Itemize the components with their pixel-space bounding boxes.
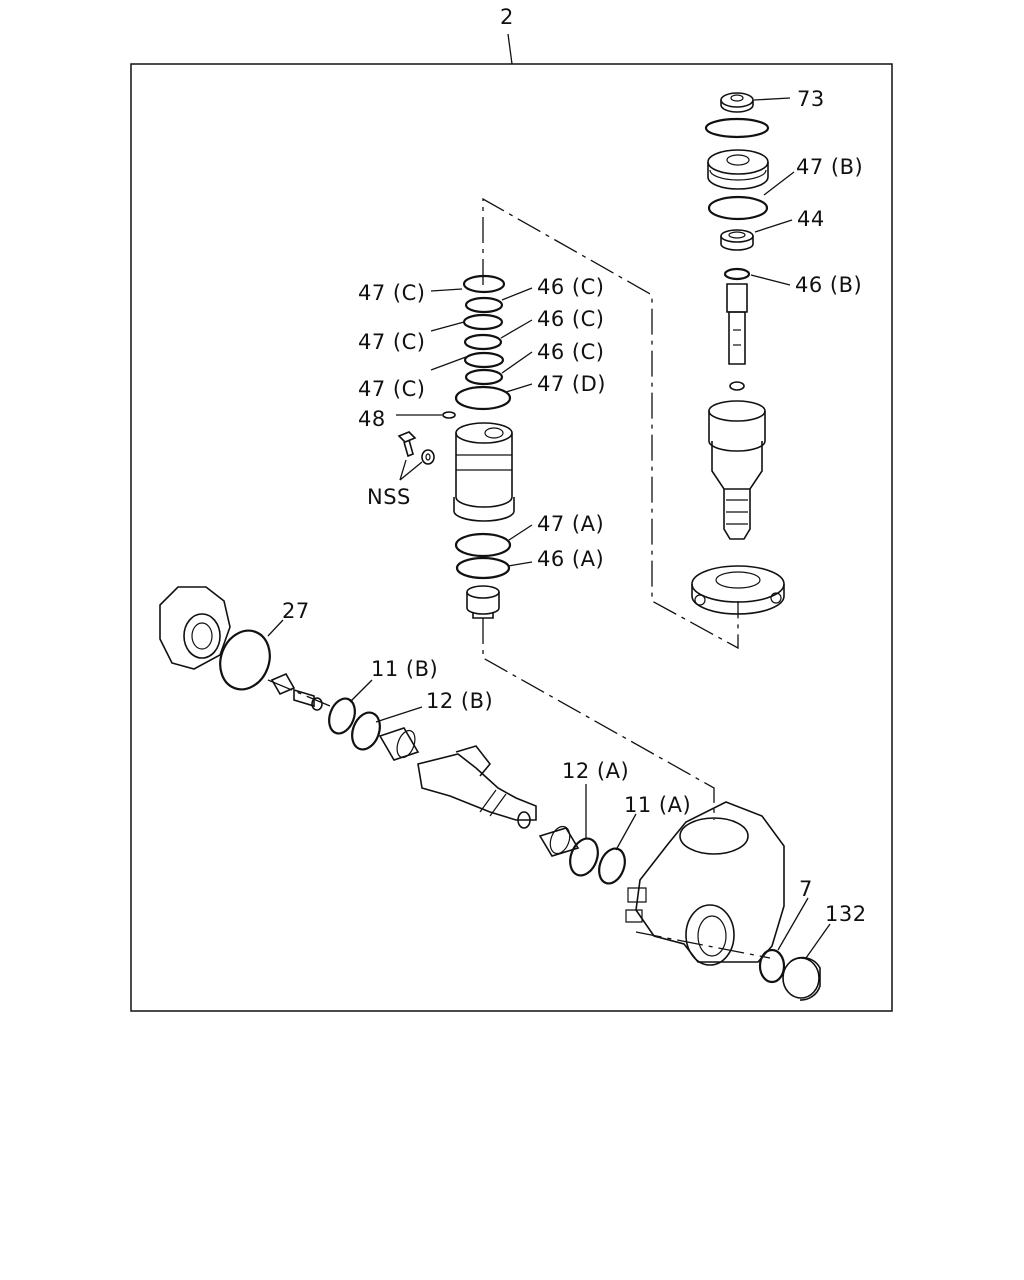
valve-cover [707, 149, 769, 190]
assembly-leader [507, 33, 513, 65]
end-cover [159, 586, 231, 670]
ball-48 [442, 411, 456, 419]
assembly-number: 2 [500, 5, 514, 29]
seal-46c-2 [463, 333, 503, 351]
diagram-frame [130, 63, 893, 1012]
callout-44: 44 [797, 207, 825, 231]
callout-46b: 46 (B) [795, 273, 862, 297]
callout-47c-1: 47 (C) [358, 281, 425, 305]
callout-48: 48 [358, 407, 386, 431]
washer-73 [720, 92, 754, 113]
callout-27: 27 [282, 599, 310, 623]
valve-flange [691, 565, 785, 615]
worm-shaft [417, 745, 537, 829]
callout-47c-2: 47 (C) [358, 330, 425, 354]
seal-12b [351, 711, 381, 751]
callout-12a: 12 (A) [562, 759, 629, 783]
callout-7: 7 [799, 877, 813, 901]
seal-46c-1 [464, 296, 504, 314]
callout-47a: 47 (A) [537, 512, 604, 536]
callout-46a: 46 (A) [537, 547, 604, 571]
seal-46a [455, 556, 511, 580]
snap-ring-11a [598, 847, 626, 885]
callout-47c-3: 47 (C) [358, 377, 425, 401]
adjust-screw [270, 672, 323, 711]
valve-body-housing [708, 400, 766, 540]
callout-46c-1: 46 (C) [537, 275, 604, 299]
snap-ring-11b [328, 697, 356, 735]
ring-47c-3 [463, 351, 505, 369]
callout-11a: 11 (A) [624, 793, 691, 817]
callout-47d: 47 (D) [537, 372, 606, 396]
o-ring-27 [219, 629, 271, 691]
needle-bearing-right [538, 825, 580, 857]
callout-46c-2: 46 (C) [537, 307, 604, 331]
o-ring-47d [454, 385, 512, 411]
seal-46c-3 [464, 368, 504, 386]
seal-12a [569, 837, 599, 877]
o-ring-upper [704, 117, 770, 139]
cylinder-body [453, 422, 515, 522]
callout-11b: 11 (B) [371, 657, 438, 681]
end-plug-132 [782, 956, 821, 1001]
seal-46b [723, 267, 751, 281]
callout-73: 73 [797, 87, 825, 111]
callout-47b: 47 (B) [796, 155, 863, 179]
needle-bearing-left [378, 727, 420, 761]
o-ring-47a [454, 532, 512, 558]
gear-housing [625, 801, 785, 966]
callout-46c-3: 46 (C) [537, 340, 604, 364]
o-ring-7 [758, 948, 786, 984]
cylinder-plug [466, 585, 500, 619]
callout-132: 132 [825, 902, 867, 926]
ring-47c-1 [462, 274, 506, 294]
callout-nss: NSS [367, 485, 411, 509]
o-ring-47b [707, 195, 769, 221]
nss-bolt-and-washer [397, 431, 435, 481]
callout-12b: 12 (B) [426, 689, 493, 713]
valve-spool-shaft [726, 283, 748, 391]
ring-47c-2 [462, 313, 504, 331]
callout-leaders [267, 97, 831, 959]
bearing-44 [720, 229, 754, 251]
